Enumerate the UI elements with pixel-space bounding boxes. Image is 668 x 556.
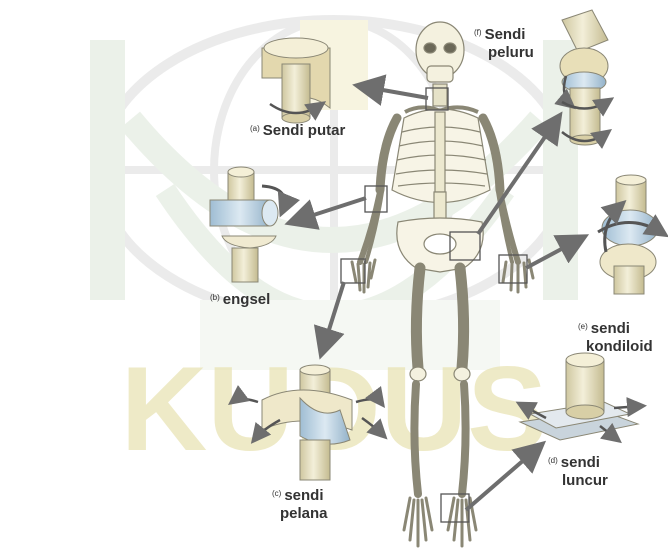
label-text-line1: sendi: [591, 320, 630, 337]
label-letter: (f): [474, 28, 482, 37]
condyloid-joint-illustration: [598, 175, 664, 294]
label-text-line1: Sendi: [485, 26, 526, 43]
label-letter: (d): [548, 456, 558, 465]
label-gliding-joint: (d)sendi luncur: [548, 452, 608, 490]
label-text-line2: pelana: [280, 505, 328, 522]
arrow-pivot: [360, 86, 428, 98]
label-ball-socket-joint: (f)Sendi peluru: [474, 24, 534, 62]
label-text: engsel: [223, 291, 271, 308]
label-text: Sendi putar: [263, 122, 346, 139]
label-pivot-joint: (a)Sendi putar: [250, 120, 345, 140]
label-letter: (c): [272, 489, 281, 498]
pivot-joint-illustration: [262, 38, 330, 123]
label-letter: (a): [250, 124, 260, 133]
label-text-line2: peluru: [488, 44, 534, 61]
label-text-line1: sendi: [284, 487, 323, 504]
label-text-line2: kondiloid: [586, 338, 653, 355]
label-text-line1: sendi: [561, 454, 600, 471]
label-hinge-joint: (b)engsel: [210, 289, 270, 309]
label-condyloid-joint: (e)sendi kondiloid: [578, 318, 653, 356]
arrow-hinge: [292, 198, 366, 222]
label-text-line2: luncur: [562, 472, 608, 489]
label-letter: (b): [210, 293, 220, 302]
label-letter: (e): [578, 322, 588, 331]
label-saddle-joint: (c)sendi pelana: [272, 485, 328, 523]
